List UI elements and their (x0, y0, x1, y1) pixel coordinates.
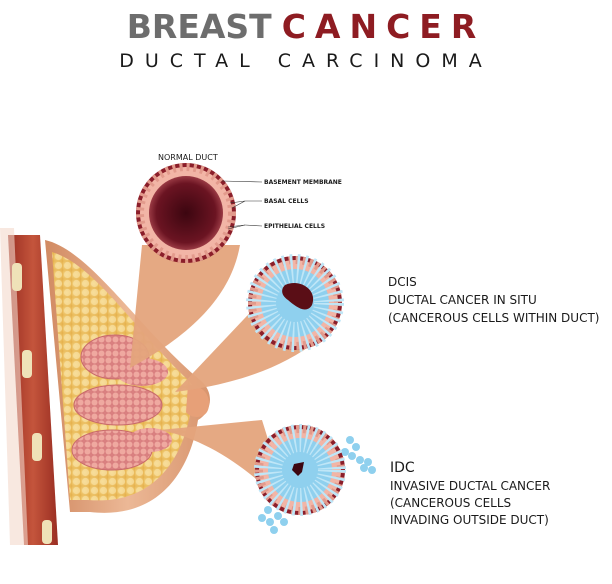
label-epithelial-cells: EPITHELIAL CELLS (264, 223, 326, 230)
idc-abbr: IDC (390, 460, 415, 476)
normal-duct-heading: NORMAL DUCT (158, 153, 218, 162)
dcis-desc: (CANCEROUS CELLS WITHIN DUCT) (388, 311, 600, 325)
label-basement-membrane: BASEMENT MEMBRANE (264, 179, 342, 186)
idc-desc-line2: INVADING OUTSIDE DUCT) (390, 513, 549, 527)
leader-lines (221, 180, 263, 230)
nipple (186, 385, 210, 417)
idc-name: INVASIVE DUCTAL CANCER (390, 479, 551, 493)
cone-normal (130, 245, 240, 368)
dcis-name: DUCTAL CANCER IN SITU (388, 293, 537, 307)
normal-duct (136, 163, 236, 263)
dcis-abbr: DCIS (388, 275, 417, 289)
idc-duct (254, 424, 376, 534)
title-cancer: CANCER (281, 7, 486, 46)
label-basal-cells: BASAL CELLS (264, 198, 309, 205)
title-breast: BREAST (126, 7, 272, 46)
cone-idc (160, 420, 290, 510)
idc-desc-line1: (CANCEROUS CELLS (390, 496, 512, 510)
pectoral-muscle (0, 228, 58, 545)
lobules (71, 334, 172, 471)
subtitle: DUCTAL CARCINOMA (119, 50, 493, 72)
dcis-duct (246, 254, 344, 352)
